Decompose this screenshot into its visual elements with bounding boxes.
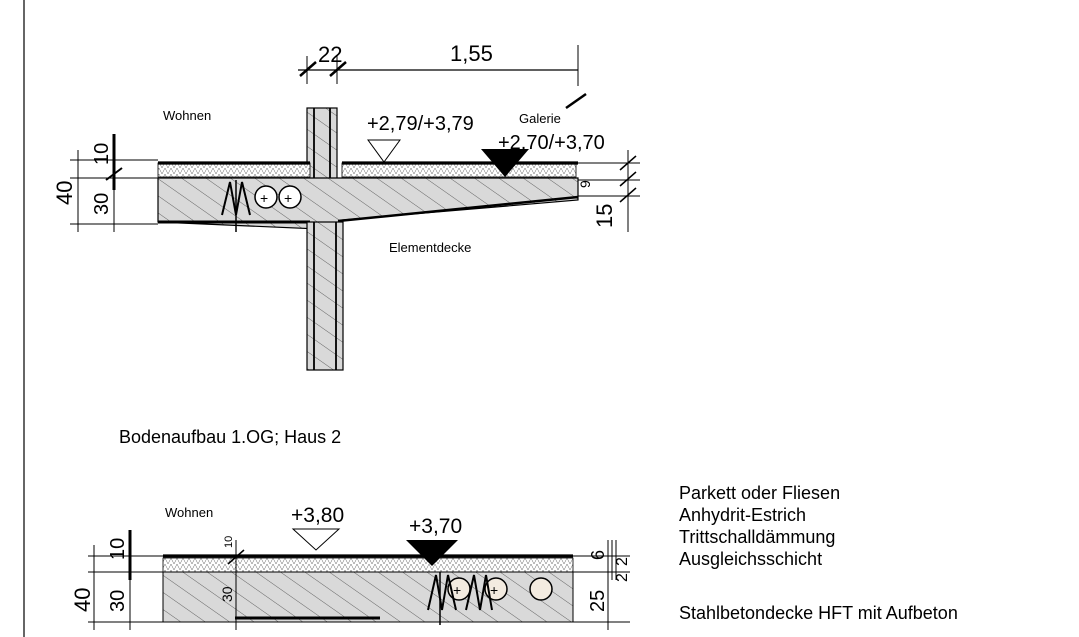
- dim-bottom-top-layer-label: 10: [107, 538, 129, 560]
- top-left-dimensions: 40 10 30: [52, 134, 158, 232]
- bottom-left-dimensions: 40 10 30 10 30: [70, 530, 245, 630]
- level-lower-label: +2,70/+3,70: [498, 132, 605, 154]
- pipes-bottom: + +: [427, 572, 553, 625]
- legend-item-4: Ausgleichsschicht: [679, 549, 822, 569]
- dim-bottom-inner-top-label: 10: [223, 536, 235, 548]
- dim-bottom-slab-label: 30: [107, 590, 129, 612]
- wall-upper: [306, 107, 338, 181]
- slab-label: Elementdecke: [389, 240, 471, 255]
- room-right-label: Galerie: [519, 111, 561, 126]
- bottom-section: + + 40 10 30 10 30: [70, 504, 631, 630]
- top-right-dimensions: 9 15: [577, 150, 640, 232]
- top-section: 22 1,55 + +: [52, 41, 640, 371]
- slab-bottom: [162, 571, 574, 623]
- legend-item-3: Trittschalldämmung: [679, 527, 835, 547]
- screed-right: [341, 162, 577, 178]
- dim-right-small-label: 9: [577, 180, 593, 188]
- level-upper-label: +2,79/+3,79: [367, 113, 474, 135]
- legend-item-1: Parkett oder Fliesen: [679, 483, 840, 503]
- room-left-label: Wohnen: [163, 108, 211, 123]
- dim-span-label: 1,55: [450, 41, 493, 66]
- top-dimension-chain: 22 1,55: [298, 41, 587, 110]
- material-legend: Parkett oder Fliesen Anhydrit-Estrich Tr…: [679, 483, 958, 623]
- wall-lower: [306, 221, 344, 371]
- svg-text:+: +: [490, 582, 498, 598]
- pipes-top: + +: [221, 180, 302, 232]
- svg-text:+: +: [453, 582, 461, 598]
- dim-r1-label: 6: [588, 550, 608, 560]
- level-marker-open-bottom: [291, 528, 341, 551]
- level-marker-filled: [481, 149, 529, 177]
- level-upper-label-bottom: +3,80: [291, 504, 344, 527]
- dim-r2-label: 2: [614, 557, 631, 566]
- dim-bottom-total-label: 40: [70, 588, 95, 612]
- room-left-label-bottom: Wohnen: [165, 505, 213, 520]
- dim-wall-label: 22: [318, 42, 342, 67]
- dim-top-layer-label: 10: [91, 143, 113, 165]
- dim-r4-label: 25: [587, 590, 609, 612]
- svg-text:+: +: [284, 190, 292, 206]
- dim-slab-label: 30: [91, 193, 113, 215]
- legend-item-2: Anhydrit-Estrich: [679, 505, 806, 525]
- dim-total-label: 40: [52, 181, 77, 205]
- dim-r3-label: 2: [614, 573, 631, 582]
- bottom-right-dimensions: 6 2 2 25: [573, 540, 631, 630]
- level-lower-label-bottom: +3,70: [409, 515, 462, 538]
- level-marker-open: [367, 139, 401, 163]
- section-caption: Bodenaufbau 1.OG; Haus 2: [119, 427, 341, 447]
- dim-right-slab-label: 15: [592, 204, 617, 228]
- svg-text:+: +: [260, 190, 268, 206]
- dim-bottom-inner-slab-label: 30: [219, 586, 235, 602]
- legend-item-5: Stahlbetondecke HFT mit Aufbeton: [679, 603, 958, 623]
- screed-left: [157, 162, 311, 178]
- level-marker-filled-bottom: [406, 540, 458, 566]
- screed-bottom: [162, 557, 574, 573]
